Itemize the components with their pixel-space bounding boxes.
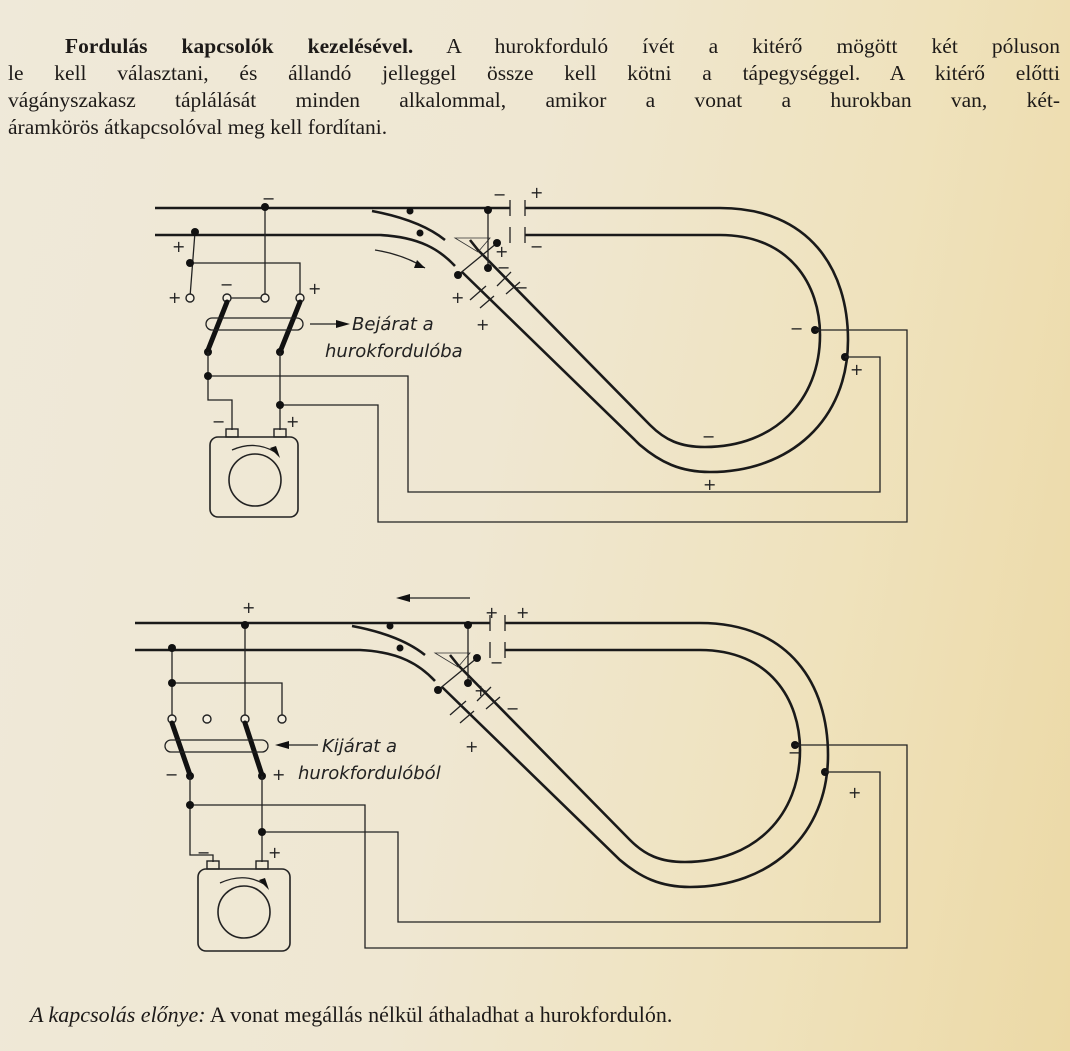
minus-sign: − <box>493 185 506 204</box>
entry-label-line2: hurokfordulóba <box>325 341 463 362</box>
body-paragraph: Fordulás kapcsolók kezelésével. A hurokf… <box>8 33 1060 141</box>
entry-label-line1: Bejárat a <box>352 314 434 335</box>
plus-sign: + <box>476 315 489 334</box>
minus-sign: − <box>212 412 225 431</box>
plus-sign: + <box>172 237 185 256</box>
paragraph-line: vágányszakasz táplálását minden alkalomm… <box>8 88 1060 112</box>
plus-sign: + <box>516 603 529 622</box>
minus-sign: − <box>790 319 803 338</box>
minus-sign: − <box>506 699 519 718</box>
plus-sign: + <box>485 603 498 622</box>
plus-sign: + <box>286 412 299 431</box>
caption: A kapcsolás előnye: A vonat megállás nél… <box>30 1002 672 1028</box>
plus-sign: + <box>495 242 508 261</box>
diagram-entry: Bejárat a hurokfordulóba − + + − + − + −… <box>153 183 908 523</box>
plus-sign: + <box>850 360 863 379</box>
plus-sign: + <box>465 737 478 756</box>
paragraph-text: A hurokforduló ívét a kitérő mögött két … <box>413 34 1060 58</box>
plus-sign: + <box>242 598 255 617</box>
plus-sign: + <box>451 288 464 307</box>
plus-sign: + <box>848 783 861 802</box>
plus-sign: + <box>308 279 321 298</box>
exit-label-line2: hurokfordulóból <box>298 763 441 784</box>
minus-sign: − <box>530 237 543 256</box>
plus-sign: + <box>168 288 181 307</box>
caption-italic: A kapcsolás előnye: <box>30 1002 206 1027</box>
plus-sign: + <box>272 765 285 784</box>
minus-sign: − <box>165 765 178 784</box>
minus-sign: − <box>262 189 275 208</box>
diagram-exit: Kijárat a hurokfordulóból + + + − + − + … <box>133 594 908 952</box>
paragraph-line: áramkörös átkapcsolóval meg kell fordíta… <box>8 115 388 139</box>
minus-sign: − <box>702 427 715 446</box>
polarity-signs: − + + − + − + − + − − + + − + − + − + <box>168 183 863 494</box>
minus-sign: − <box>497 258 510 277</box>
paragraph-line: le kell választani, és állandó jelleggel… <box>8 61 1060 85</box>
plus-sign: + <box>268 843 281 862</box>
minus-sign: − <box>197 843 210 862</box>
paragraph-heading: Fordulás kapcsolók kezelésével. <box>65 34 414 58</box>
exit-label-line1: Kijárat a <box>322 736 397 757</box>
minus-sign: − <box>515 278 528 297</box>
caption-text: A vonat megállás nélkül áthaladhat a hur… <box>205 1002 673 1027</box>
plus-sign: + <box>474 681 487 700</box>
plus-sign: + <box>703 475 716 494</box>
minus-sign: − <box>490 653 503 672</box>
minus-sign: − <box>788 743 801 762</box>
minus-sign: − <box>220 275 233 294</box>
polarity-signs: + + + − + − + − + − + + − <box>165 598 861 862</box>
paragraph-line: Fordulás kapcsolók kezelésével. A hurokf… <box>8 33 1060 60</box>
plus-sign: + <box>530 183 543 202</box>
